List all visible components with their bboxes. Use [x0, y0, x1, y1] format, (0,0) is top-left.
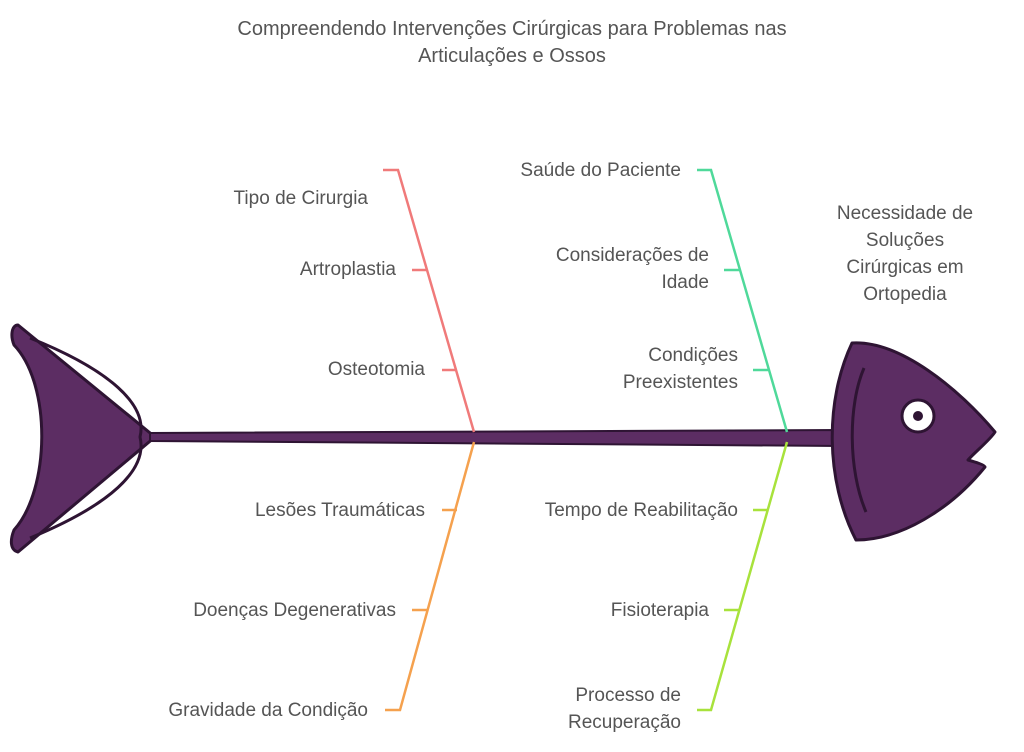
fish-tail: [9, 323, 157, 554]
cause-lesoes-traumaticas: Lesões Traumáticas: [254, 500, 425, 521]
cause-consideracoes-de-idade: Considerações de Idade: [556, 242, 709, 296]
problem-label-line: Ortopedia: [863, 284, 947, 305]
problem-label-line: Cirúrgicas em: [846, 257, 964, 278]
bone-processo-de-recuperacao: [697, 441, 789, 712]
cause-condicoes-preexistentes: Condições Preexistentes: [623, 342, 738, 396]
cause-line: Preexistentes: [622, 372, 738, 393]
bone-saude-do-paciente: [697, 168, 789, 433]
category-title-line: Recuperação: [567, 712, 681, 733]
cause-line: Idade: [661, 272, 709, 293]
cause-fisioterapia: Fisioterapia: [610, 600, 709, 621]
cause-artroplastia: Artroplastia: [299, 259, 396, 280]
cause-line: Considerações de: [555, 245, 709, 266]
title-line-1: Compreendendo Intervenções Cirúrgicas pa…: [237, 18, 787, 40]
diagram-title: Compreendendo Intervenções Cirúrgicas pa…: [0, 16, 1024, 70]
cause-tempo-de-reabilitacao: Tempo de Reabilitação: [544, 500, 738, 521]
problem-label: Necessidade de Soluções Cirúrgicas em Or…: [810, 200, 1000, 308]
problem-label-line: Soluções: [865, 230, 945, 251]
fish-spine: [149, 428, 841, 448]
problem-label-line: Necessidade de: [836, 203, 974, 224]
fish-pupil: [913, 411, 923, 421]
fish-gill: [850, 367, 868, 513]
bone-tipo-de-cirurgia: [383, 168, 476, 433]
category-title-processo-de-recuperacao: Processo de Recuperação: [568, 682, 681, 736]
category-title-line: Processo de: [575, 685, 681, 706]
category-title-tipo-de-cirurgia: Tipo de Cirurgia: [233, 188, 368, 209]
bone-gravidade-da-condicao: [385, 441, 476, 712]
cause-osteotomia: Osteotomia: [327, 359, 425, 380]
fish-head: [830, 341, 997, 542]
cause-doencas-degenerativas: Doenças Degenerativas: [193, 600, 396, 621]
cause-line: Condições: [648, 345, 738, 366]
category-title-gravidade-da-condicao: Gravidade da Condição: [168, 700, 368, 721]
category-title-saude-do-paciente: Saúde do Paciente: [520, 160, 681, 181]
fish-tail-line: [29, 336, 143, 540]
title-line-2: Articulações e Ossos: [418, 45, 606, 67]
